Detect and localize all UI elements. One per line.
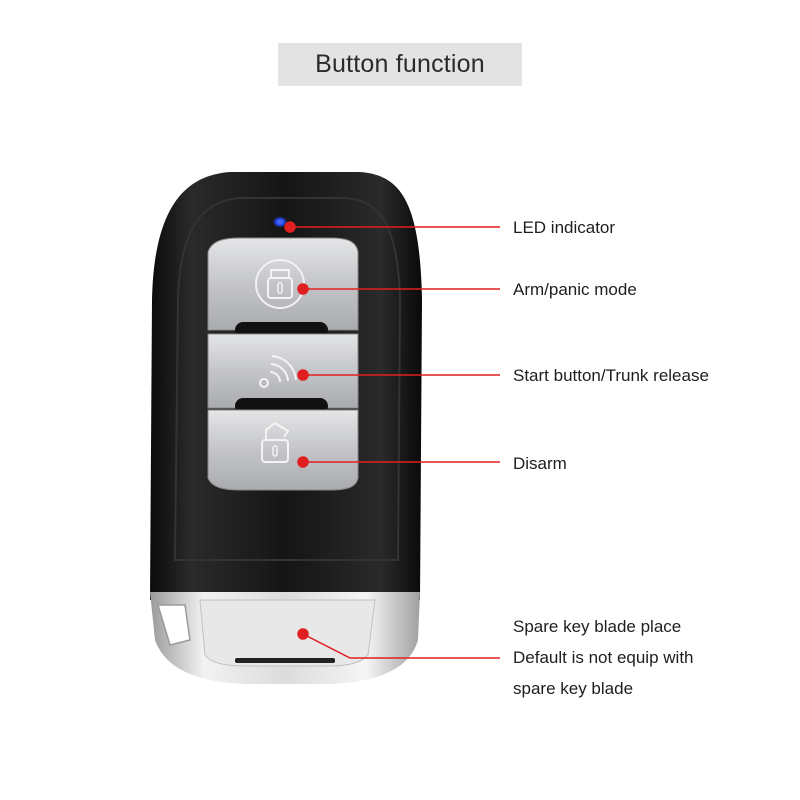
callout-spare-key: Spare key blade place Default is not equ… xyxy=(513,611,694,704)
callout-start-trunk: Start button/Trunk release xyxy=(513,366,709,385)
spare-line-2: Default is not equip with xyxy=(513,648,694,667)
callout-disarm: Disarm xyxy=(513,454,567,473)
spare-line-3: spare key blade xyxy=(513,679,634,698)
callout-led-indicator: LED indicator xyxy=(513,218,616,237)
page-title: Button function xyxy=(315,50,485,78)
start-button xyxy=(207,333,359,409)
title-banner: Button function xyxy=(278,43,522,86)
spare-line-1: Spare key blade place xyxy=(513,617,682,636)
led-indicator xyxy=(272,216,288,228)
callout-arm-panic: Arm/panic mode xyxy=(513,280,637,299)
disarm-button xyxy=(207,409,359,491)
arm-button xyxy=(207,237,359,331)
